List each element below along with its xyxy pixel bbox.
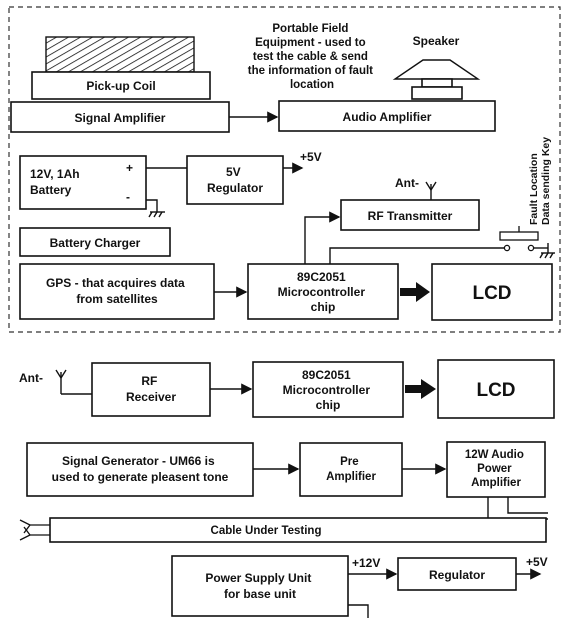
field-unit-enclosure [8, 6, 561, 333]
plus-12v-label: +12V [352, 556, 380, 570]
tx-antenna-icon [425, 181, 437, 200]
field-mcu-label: 89C2051 Microcontroller chip [278, 270, 369, 314]
battery-ground-wire [146, 199, 158, 212]
signal-generator-label: Signal Generator - UM66 is used to gener… [52, 454, 229, 484]
power-supply-box [171, 555, 349, 617]
audio-amplifier-box [278, 100, 496, 132]
speaker-icon [392, 59, 481, 80]
rx-antenna-icon [55, 369, 92, 395]
pickup-coil-winding [45, 36, 195, 73]
pre-amplifier-box [299, 442, 403, 497]
rf-transmitter-box [340, 199, 480, 231]
regulator-5v-label: 5V Regulator [207, 165, 263, 195]
mcu-to-transmitter-wire [304, 211, 341, 264]
base-mcu-to-lcd-arrow [405, 379, 436, 399]
speaker-magnet [421, 78, 453, 88]
amp-to-cable-wire-a [487, 497, 548, 520]
pickup-coil-label: Pick-up Coil [86, 79, 155, 93]
base-lcd-label: LCD [476, 380, 515, 401]
battery-label: 12V, 1Ah Battery [30, 167, 83, 197]
tx-antenna-label: Ant- [395, 176, 419, 190]
supply-ground-wire [348, 604, 369, 618]
base-plus-5v-label: +5V [526, 555, 548, 569]
rf-transmitter-label: RF Transmitter [368, 209, 453, 223]
battery-box [19, 155, 147, 210]
speaker-label: Speaker [413, 34, 460, 48]
amp-to-cable-wire-b [507, 497, 548, 514]
power-supply-label: Power Supply Unit for base unit [205, 571, 314, 601]
battery-charger-box [19, 227, 171, 257]
plus-5v-label: +5V [300, 150, 322, 164]
field-lcd-box [431, 263, 553, 321]
field-mcu-box [247, 263, 399, 320]
battery-plus: + [126, 161, 133, 175]
cable-label: Cable Under Testing [211, 525, 322, 537]
field-lcd-label: LCD [472, 283, 511, 304]
base-mcu-box [252, 361, 404, 418]
gps-box [19, 263, 215, 320]
fault-key-label: Fault Location Data sending Key [528, 137, 552, 225]
field-unit-caption: Portable Field Equipment - used to test … [248, 23, 376, 91]
rf-receiver-box [91, 362, 211, 417]
battery-minus: - [126, 190, 130, 204]
audio-amplifier-label: Audio Amplifier [343, 110, 432, 124]
base-mcu-label: 89C2051 Microcontroller chip [283, 368, 374, 412]
regulator-5v-box [186, 155, 284, 205]
signal-generator-box [26, 442, 254, 497]
key-ground-icon [539, 243, 555, 259]
cable-under-testing [49, 517, 547, 543]
gps-label: GPS - that acquires data from satellites [46, 276, 188, 306]
power-amplifier-label: 12W Audio Power Amplifier [465, 449, 527, 489]
fault-key-icon [499, 226, 539, 252]
base-regulator-box [397, 557, 517, 591]
signal-amplifier-box [10, 101, 230, 133]
signal-amplifier-label: Signal Amplifier [75, 111, 166, 125]
speaker-base [411, 86, 463, 100]
base-regulator-label: Regulator [429, 568, 485, 582]
base-lcd-box [437, 359, 555, 419]
pickup-coil-block [31, 71, 211, 100]
cable-end-icon [19, 519, 50, 541]
power-amplifier-box [446, 441, 546, 498]
field-mcu-to-lcd-arrow [400, 282, 430, 302]
battery-ground-icon [148, 211, 165, 218]
rx-antenna-label: Ant- [19, 371, 43, 385]
battery-charger-label: Battery Charger [50, 236, 141, 250]
pre-amplifier-label: Pre Amplifier [326, 456, 376, 483]
rf-receiver-label: RF Receiver [126, 374, 176, 404]
mcu-to-key-wire [329, 247, 505, 264]
